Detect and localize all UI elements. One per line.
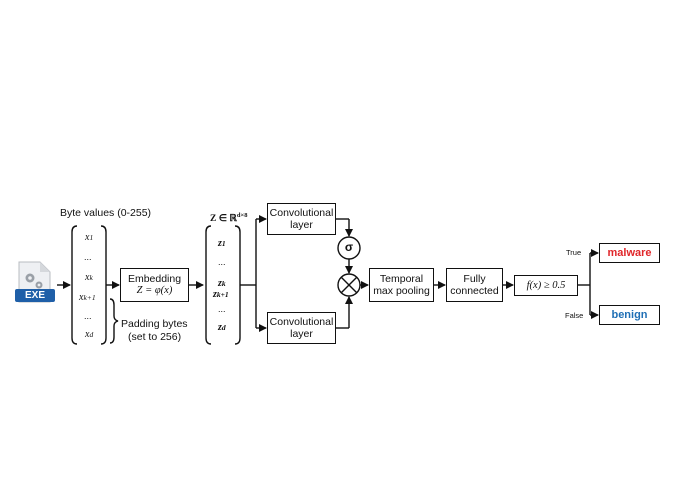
embed-zk: zk (218, 278, 226, 289)
malware-output-box: malware (599, 243, 660, 263)
input-xd: xd (85, 329, 94, 340)
false-label: False (565, 311, 584, 320)
conv-layer-bottom: Convolutional layer (267, 312, 336, 344)
embed-zd: zd (218, 322, 226, 333)
decision-box: f(x) ≥ 0.5 (514, 275, 578, 296)
input-ellipsis-top: ... (84, 252, 92, 262)
benign-output-box: benign (599, 305, 660, 325)
input-left-bracket (71, 225, 78, 345)
embed-zk1: zk+1 (213, 289, 229, 300)
padding-brace (109, 298, 119, 344)
embedding-formula: Z = φ(x) (136, 285, 173, 296)
embed-ellipsis-bottom: ... (218, 304, 226, 314)
temporal-max-pooling-box: Temporal max pooling (369, 268, 434, 302)
embed-z1: z1 (218, 238, 226, 249)
fully-connected-box: Fully connected (446, 268, 503, 302)
input-x1: x1 (85, 232, 94, 243)
true-label: True (566, 248, 582, 257)
byte-values-title: Byte values (0-255) (60, 207, 152, 219)
input-xk: xk (85, 272, 93, 283)
z-space-label: Z ∈ ℝd×8 (210, 212, 248, 225)
embedding-title: Embedding (127, 273, 182, 285)
embedding-box: Embedding Z = φ(x) (120, 268, 189, 302)
exe-label: EXE (24, 290, 45, 301)
sigma-label: σ (344, 240, 354, 254)
embed-left-bracket (205, 225, 212, 345)
input-ellipsis-bottom: ... (84, 311, 92, 321)
embed-ellipsis-top: ... (218, 257, 226, 267)
input-xk1: xk+1 (79, 292, 96, 303)
padding-label-line1: Padding bytes (121, 318, 188, 330)
padding-label-line2: (set to 256) (128, 331, 182, 343)
conv-layer-top: Convolutional layer (267, 203, 336, 235)
